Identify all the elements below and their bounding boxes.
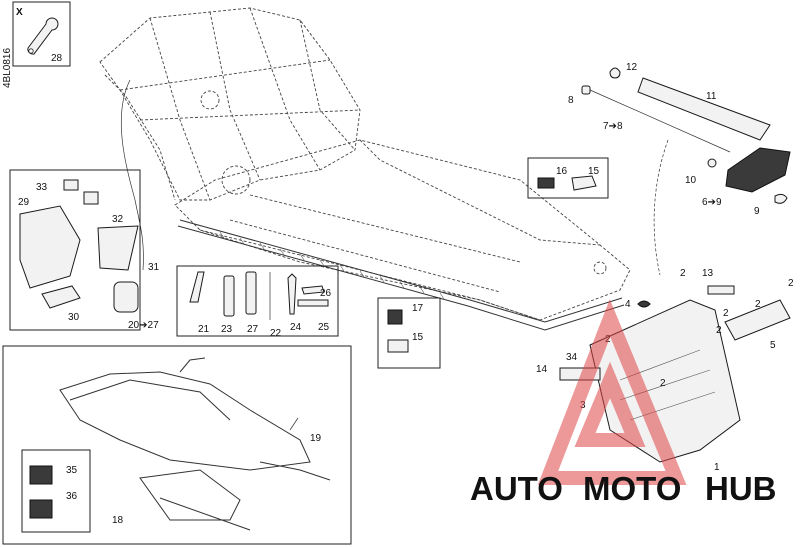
tool-kit-box — [176, 265, 339, 337]
watermark-moto: MOTO — [583, 470, 681, 507]
callout-27: 27 — [247, 324, 259, 335]
callout-32: 32 — [112, 214, 124, 225]
decal-box — [21, 449, 91, 533]
cable-assembly — [581, 67, 771, 153]
callout-15a: 15 — [588, 166, 600, 177]
callout-8: 8 — [568, 95, 574, 106]
callout-11: 11 — [706, 91, 717, 102]
callout-17: 17 — [412, 303, 424, 314]
callout-24: 24 — [290, 322, 302, 333]
callout-4: 4 — [625, 299, 631, 310]
callout-25: 25 — [318, 322, 330, 333]
callout-2e: 2 — [716, 325, 722, 336]
callout-23: 23 — [221, 324, 233, 335]
callout-7-8: 7➔8 — [603, 121, 623, 132]
chassis-frame — [99, 7, 631, 331]
callout-2a: 2 — [680, 268, 686, 279]
callout-31: 31 — [148, 262, 160, 273]
callout-2g: 2 — [660, 378, 666, 389]
callout-13: 13 — [702, 268, 714, 279]
callout-12: 12 — [626, 62, 638, 73]
callout-18: 18 — [112, 515, 124, 526]
plug-box-16-15 — [527, 157, 609, 199]
plug-box-17-15 — [377, 297, 441, 369]
snowmobile-overview-box — [2, 345, 352, 545]
callout-16: 16 — [556, 166, 568, 177]
callout-34: 34 — [566, 352, 578, 363]
spanner-wrench — [27, 17, 59, 55]
watermark-auto: AUTO — [470, 470, 563, 507]
callout-2b: 2 — [788, 278, 794, 289]
callout-14: 14 — [536, 364, 548, 375]
callout-15b: 15 — [412, 332, 424, 343]
callout-36: 36 — [66, 491, 78, 502]
reference-code: 4BL0816 — [2, 48, 13, 88]
callout-26: 26 — [320, 288, 332, 299]
callout-2c: 2 — [755, 299, 761, 310]
callout-19: 19 — [310, 433, 322, 444]
callout-20-27: 20➔27 — [128, 320, 159, 331]
callout-33: 33 — [36, 182, 48, 193]
storage-box — [9, 169, 141, 331]
tail-light — [707, 147, 791, 204]
kit-box-x: X 28 — [12, 1, 71, 67]
callout-2d: 2 — [723, 308, 729, 319]
callout-22: 22 — [270, 328, 282, 339]
watermark-hub: HUB — [705, 470, 777, 507]
callout-21: 21 — [198, 324, 210, 335]
callout-9: 9 — [754, 206, 760, 217]
callout-28: 28 — [51, 53, 63, 64]
callout-29: 29 — [18, 197, 30, 208]
callout-6-9: 6➔9 — [702, 197, 722, 208]
callout-5: 5 — [770, 340, 776, 351]
watermark-logo — [537, 299, 687, 485]
callout-10: 10 — [685, 175, 697, 186]
callout-35: 35 — [66, 465, 78, 476]
callout-1: 1 — [714, 462, 720, 473]
callout-30: 30 — [68, 312, 80, 323]
kit-marker: X — [16, 7, 23, 18]
